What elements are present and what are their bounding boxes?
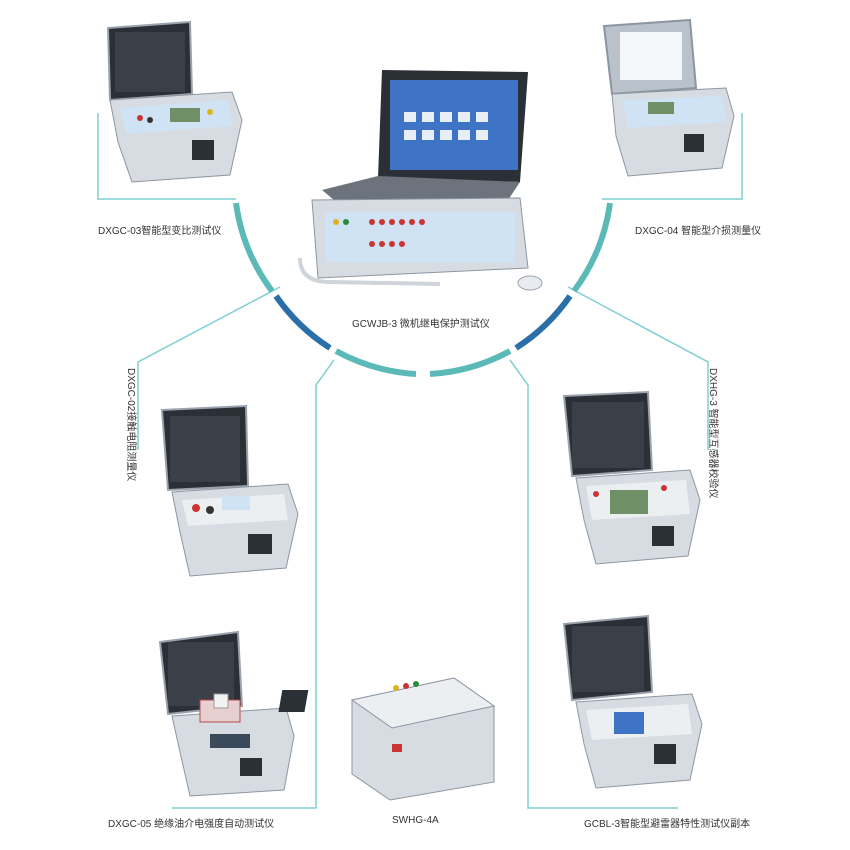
label-dxgc03: DXGC-03智能型变比测试仪 (98, 226, 222, 237)
connector-top-right (602, 113, 743, 200)
device-dxgc03-image (106, 20, 243, 183)
device-gcwjb3-image (298, 70, 543, 291)
arc-teal-bottom-left (334, 348, 417, 377)
arc-teal-right (571, 202, 613, 293)
label-gcwjb3: GCWJB-3 微机继电保护测试仪 (352, 319, 490, 330)
connector-mid-left (137, 286, 281, 450)
device-dxgc05-image (158, 630, 295, 797)
label-swhg4a: SWHG-4A (392, 815, 439, 826)
connector-mid-right (567, 286, 709, 450)
label-dxgc02: DXGC-02接触电阻测量仪 (125, 368, 136, 482)
device-gcbl3-image (562, 614, 703, 789)
label-dxhg3: DXHG-3 智能型互感器校验仪 (707, 368, 718, 499)
arc-blue-left (273, 294, 332, 351)
arc-teal-left (233, 202, 275, 293)
central-arc (233, 202, 613, 377)
connector-bottom-right (509, 359, 678, 809)
device-swhg4a-image (278, 677, 496, 801)
arc-blue-right (514, 294, 573, 351)
label-dxgc04: DXGC-04 智能型介损测量仪 (635, 226, 762, 237)
device-dxhg3-image (562, 390, 701, 565)
device-dxgc04-image (602, 18, 735, 177)
connector-top-left (97, 113, 236, 200)
arc-teal-bottom-right (429, 348, 512, 377)
label-dxgc05: DXGC-05 绝缘油介电强度自动测试仪 (108, 819, 275, 830)
connector-bottom-left (172, 359, 335, 809)
device-dxgc02-image (160, 404, 299, 577)
label-gcbl3: GCBL-3智能型避雷器特性测试仪副本 (584, 819, 751, 830)
connector-lines (97, 113, 743, 809)
